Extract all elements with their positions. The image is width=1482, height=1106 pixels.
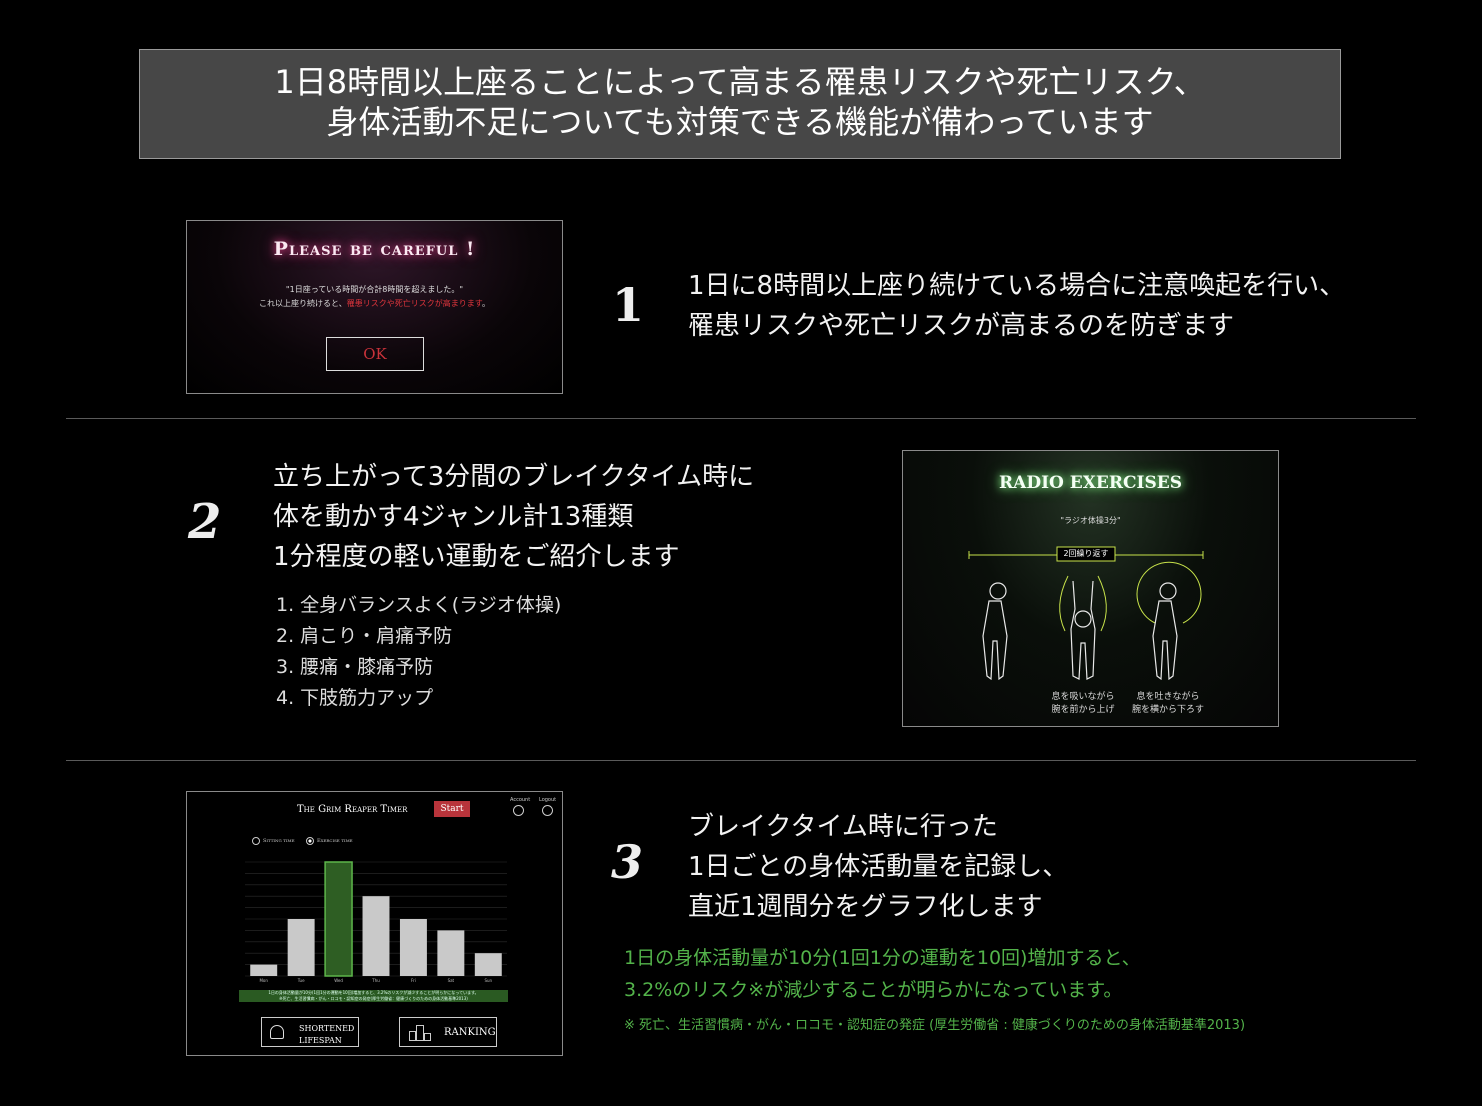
risk-note-line-2: 3.2%のリスク※が減少することが明らかになっています。 [624,979,1123,1001]
alert-title: Please be careful ! [273,238,476,260]
caption-inhale: 息を吸いながら 腕を前から上げ [1028,691,1138,717]
chart-bar-fri[interactable] [399,919,427,976]
chart-tick-label: Fri [411,978,416,983]
lifespan-label-line-2: LIFESPAN [299,1036,342,1045]
section1-line-2: 罹患リスクや死亡リスクが高まるのを防ぎます [688,311,1235,341]
alert-message-prefix: これ以上座り続けると、 [259,299,347,308]
logout-icon[interactable] [542,805,553,816]
chart-bar-wed[interactable] [324,861,353,977]
exercise-illustration [968,546,1204,681]
caption-line: 息を吸いながら [1051,692,1115,702]
banner-line-1: 1日8時間以上座ることによって高まる罹患リスクや死亡リスク、 [274,63,1206,101]
radio-sitting-time[interactable] [252,837,260,845]
chart-tick-label: Sun [484,978,492,983]
start-button[interactable]: Start [434,801,470,817]
logout-label: Logout [539,797,557,803]
section3-line-2: 1日ごとの身体活動量を記録し、 [688,852,1069,882]
list-item: 2. 肩こり・肩痛予防 [276,625,453,647]
radio-exercise-screenshot-panel: RADIO EXERCISES "ラジオ体操3分" 2回繰り返す 息を吸いながら [902,450,1279,727]
chart-bar-mon[interactable] [250,964,278,976]
radio-exercise-label: Exercise time [317,838,353,844]
section2-line-2: 体を動かす4ジャンル計13種類 [273,502,634,532]
section-number-1: 1 [612,278,645,332]
exercise-title: RADIO EXERCISES [999,473,1182,493]
exercise-subtitle: "ラジオ体操3分" [1060,516,1121,525]
section2-line-3: 1分程度の軽い運動をご紹介します [273,542,680,572]
repeat-label: 2回繰り返す [1063,549,1109,558]
caption-exhale: 息を吐きながら 腕を横から下ろす [1113,691,1223,717]
ranking-button[interactable]: RANKING [399,1017,497,1047]
chart-note-line-2: ※死亡、生活習慣病・がん・ロコモ・認知症の発症(厚生労働省：健康づくりのための身… [279,996,468,1001]
risk-note-line-1: 1日の身体活動量が10分(1回1分の運動を10回)増加すると、 [624,947,1141,969]
chart-bar-sun[interactable] [474,953,502,976]
section1-description: 1日に8時間以上座り続けている場合に注意喚起を行い、 罹患リスクや死亡リスクが高… [688,266,1345,346]
chart-tick-label: Tue [297,978,305,983]
headline-banner: 1日8時間以上座ることによって高まる罹患リスクや死亡リスク、 身体活動不足につい… [139,49,1341,159]
section1-line-1: 1日に8時間以上座り続けている場合に注意喚起を行い、 [688,271,1346,301]
footnote: ※ 死亡、生活習慣病・がん・ロコモ・認知症の発症 (厚生労働省 : 健康づくりの… [624,1018,1246,1033]
section-number-3: 3 [611,835,644,889]
account-label: Account [510,797,531,803]
chart-tick-label: Wed [334,978,343,983]
alert-screenshot-panel: Please be careful ! "1日座っている時間が合計8時間を超えま… [186,220,563,394]
section2-line-1: 立ち上がって3分間のブレイクタイム時に [273,462,755,492]
divider [66,760,1416,761]
chart-note-band: 1日の身体活動量が10分(1回1分の運動を10回)増加すると、3.2%のリスクが… [239,990,508,1002]
chart-bar-thu[interactable] [362,896,390,976]
caption-line: 腕を前から上げ [1051,705,1115,715]
shortened-lifespan-button[interactable]: SHORTENED LIFESPAN [261,1017,359,1047]
alert-message-warning: 罹患リスクや死亡リスクが高まります [346,299,482,308]
caption-line: 腕を横から下ろす [1131,705,1204,715]
chart-note-line-1: 1日の身体活動量が10分(1回1分の運動を10回)増加すると、3.2%のリスクが… [268,990,479,995]
lifespan-label-line-1: SHORTENED [299,1024,355,1033]
section3-description: ブレイクタイム時に行った 1日ごとの身体活動量を記録し、 直近1週間分をグラフ化… [688,807,1068,927]
podium-icon [409,1025,431,1041]
caption-line: 息を吐きながら [1136,692,1200,702]
section3-line-3: 直近1週間分をグラフ化します [688,892,1043,922]
chart-bar-sat[interactable] [437,930,465,976]
section-number-2: 2 [188,494,222,550]
activity-bar-chart: Mon Tue Wed Thu Fri Sat Sun [245,861,507,983]
section2-description: 立ち上がって3分間のブレイクタイム時に 体を動かす4ジャンル計13種類 1分程度… [273,457,754,577]
list-item: 1. 全身バランスよく(ラジオ体操) [276,594,562,616]
account-icon[interactable] [513,805,524,816]
section3-line-1: ブレイクタイム時に行った [688,812,998,842]
list-item: 3. 腰痛・膝痛予防 [276,656,434,678]
radio-sitting-label: Sitting time [263,838,295,844]
banner-line-2: 身体活動不足についても対策できる機能が備わっています [326,103,1154,141]
ranking-label: RANKING [444,1027,496,1038]
app-title: The Grim Reaper Timer [297,804,408,815]
chart-tick-label: Mon [259,978,268,983]
timer-app-screenshot-panel: The Grim Reaper Timer Start Account Logo… [186,791,563,1056]
chart-bar-tue[interactable] [287,919,315,976]
reaper-icon [270,1025,284,1039]
exercise-genre-list: 1. 全身バランスよく(ラジオ体操) 2. 肩こり・肩痛予防 3. 腰痛・膝痛予… [276,590,561,714]
alert-message-suffix: 。 [481,299,490,308]
chart-tick-label: Sat [448,978,455,983]
list-item: 4. 下肢筋力アップ [276,687,434,709]
divider [66,418,1416,419]
alert-message-2: これ以上座り続けると、罹患リスクや死亡リスクが高まります。 [187,298,562,309]
risk-reduction-note: 1日の身体活動量が10分(1回1分の運動を10回)増加すると、 3.2%のリスク… [624,942,1141,1006]
ok-button[interactable]: OK [326,337,424,371]
radio-exercise-time[interactable] [306,837,314,845]
alert-message-1: "1日座っている時間が合計8時間を超えました。" [285,285,464,294]
chart-tick-label: Thu [371,978,380,983]
